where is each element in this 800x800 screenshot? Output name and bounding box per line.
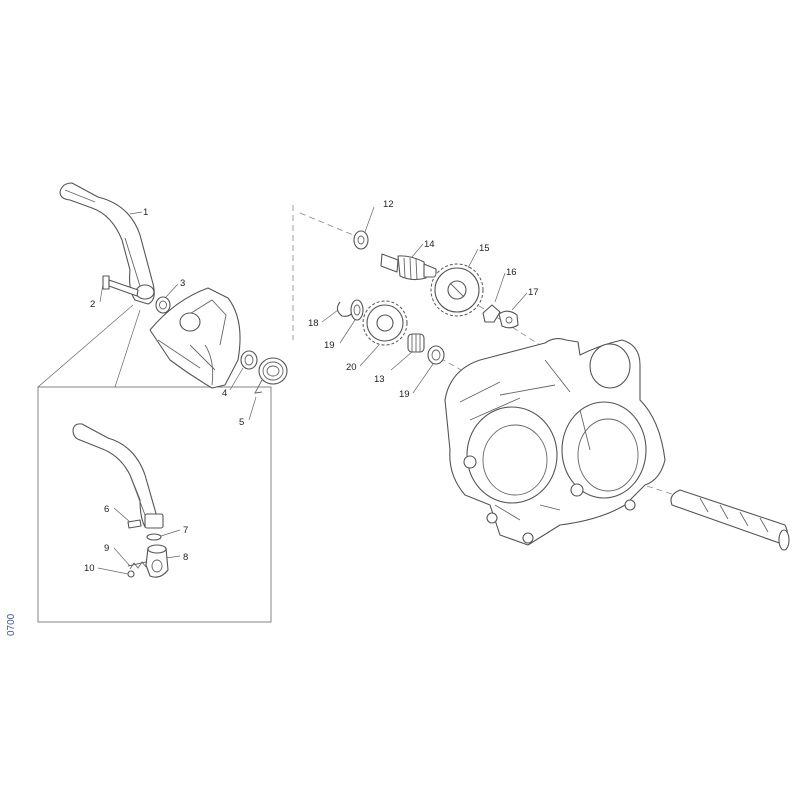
callout-label-12[interactable]: 12	[383, 199, 394, 210]
crankcase-half	[444, 337, 666, 546]
assembly-axis-upper	[299, 212, 359, 238]
callout-label-10[interactable]: 10	[84, 563, 95, 574]
side-cover-fragment	[149, 287, 241, 389]
kickstart-shaft	[380, 253, 437, 281]
callout-label-6[interactable]: 6	[104, 504, 109, 515]
inset-bolt	[127, 519, 142, 529]
callout-label-19-upper[interactable]: 19	[324, 340, 335, 351]
callout-label-13[interactable]: 13	[374, 374, 385, 385]
callout-label-2[interactable]: 2	[90, 299, 95, 310]
callout-label-14[interactable]: 14	[424, 239, 435, 250]
washer-19-upper	[350, 299, 364, 321]
callout-label-3[interactable]: 3	[180, 278, 185, 289]
callout-label-20[interactable]: 20	[346, 362, 357, 373]
inset-detail-frame	[37, 386, 272, 623]
inset-ball	[127, 570, 135, 578]
lever-bolt	[102, 275, 139, 297]
callout-label-5[interactable]: 5	[239, 417, 244, 428]
callout-label-9[interactable]: 9	[104, 543, 109, 554]
inset-pivot-joint	[145, 544, 169, 578]
idler-gear-20	[362, 300, 408, 346]
stopper-plate	[498, 310, 519, 329]
callout-label-19-lower[interactable]: 19	[399, 389, 410, 400]
inset-spring	[127, 561, 147, 570]
callout-label-8[interactable]: 8	[183, 552, 188, 563]
callout-label-1[interactable]: 1	[143, 207, 148, 218]
inset-link-line-right	[114, 309, 141, 388]
lever-washer	[155, 296, 171, 314]
callout-label-15[interactable]: 15	[479, 243, 490, 254]
callout-label-18[interactable]: 18	[308, 318, 319, 329]
callout-label-7[interactable]: 7	[183, 525, 188, 536]
callout-label-16[interactable]: 16	[506, 267, 517, 278]
callout-label-17[interactable]: 17	[528, 287, 539, 298]
kickstart-lever	[59, 182, 155, 305]
needle-bearing	[407, 333, 425, 353]
washer-19-lower	[427, 345, 445, 365]
kickstart-gear-15	[430, 263, 484, 317]
oil-seal	[240, 350, 258, 370]
assembly-axis-shaft	[627, 479, 676, 496]
kickstart-spring	[254, 357, 288, 394]
inset-o-ring	[146, 533, 162, 541]
inset-link-line-left	[37, 304, 134, 388]
drawing-code: 0700	[6, 613, 17, 636]
inset-kickstart-lever	[72, 423, 164, 529]
callout-group: 1 2 3 4 5 6 7 8 9 10 12 13 14 15 16 17 1	[84, 199, 539, 575]
callout-label-4[interactable]: 4	[222, 388, 227, 399]
assembly-axis-lower	[439, 357, 471, 376]
ratchet-pawl	[482, 304, 501, 323]
thrust-washer-12	[353, 230, 369, 250]
primary-shaft	[670, 489, 790, 551]
